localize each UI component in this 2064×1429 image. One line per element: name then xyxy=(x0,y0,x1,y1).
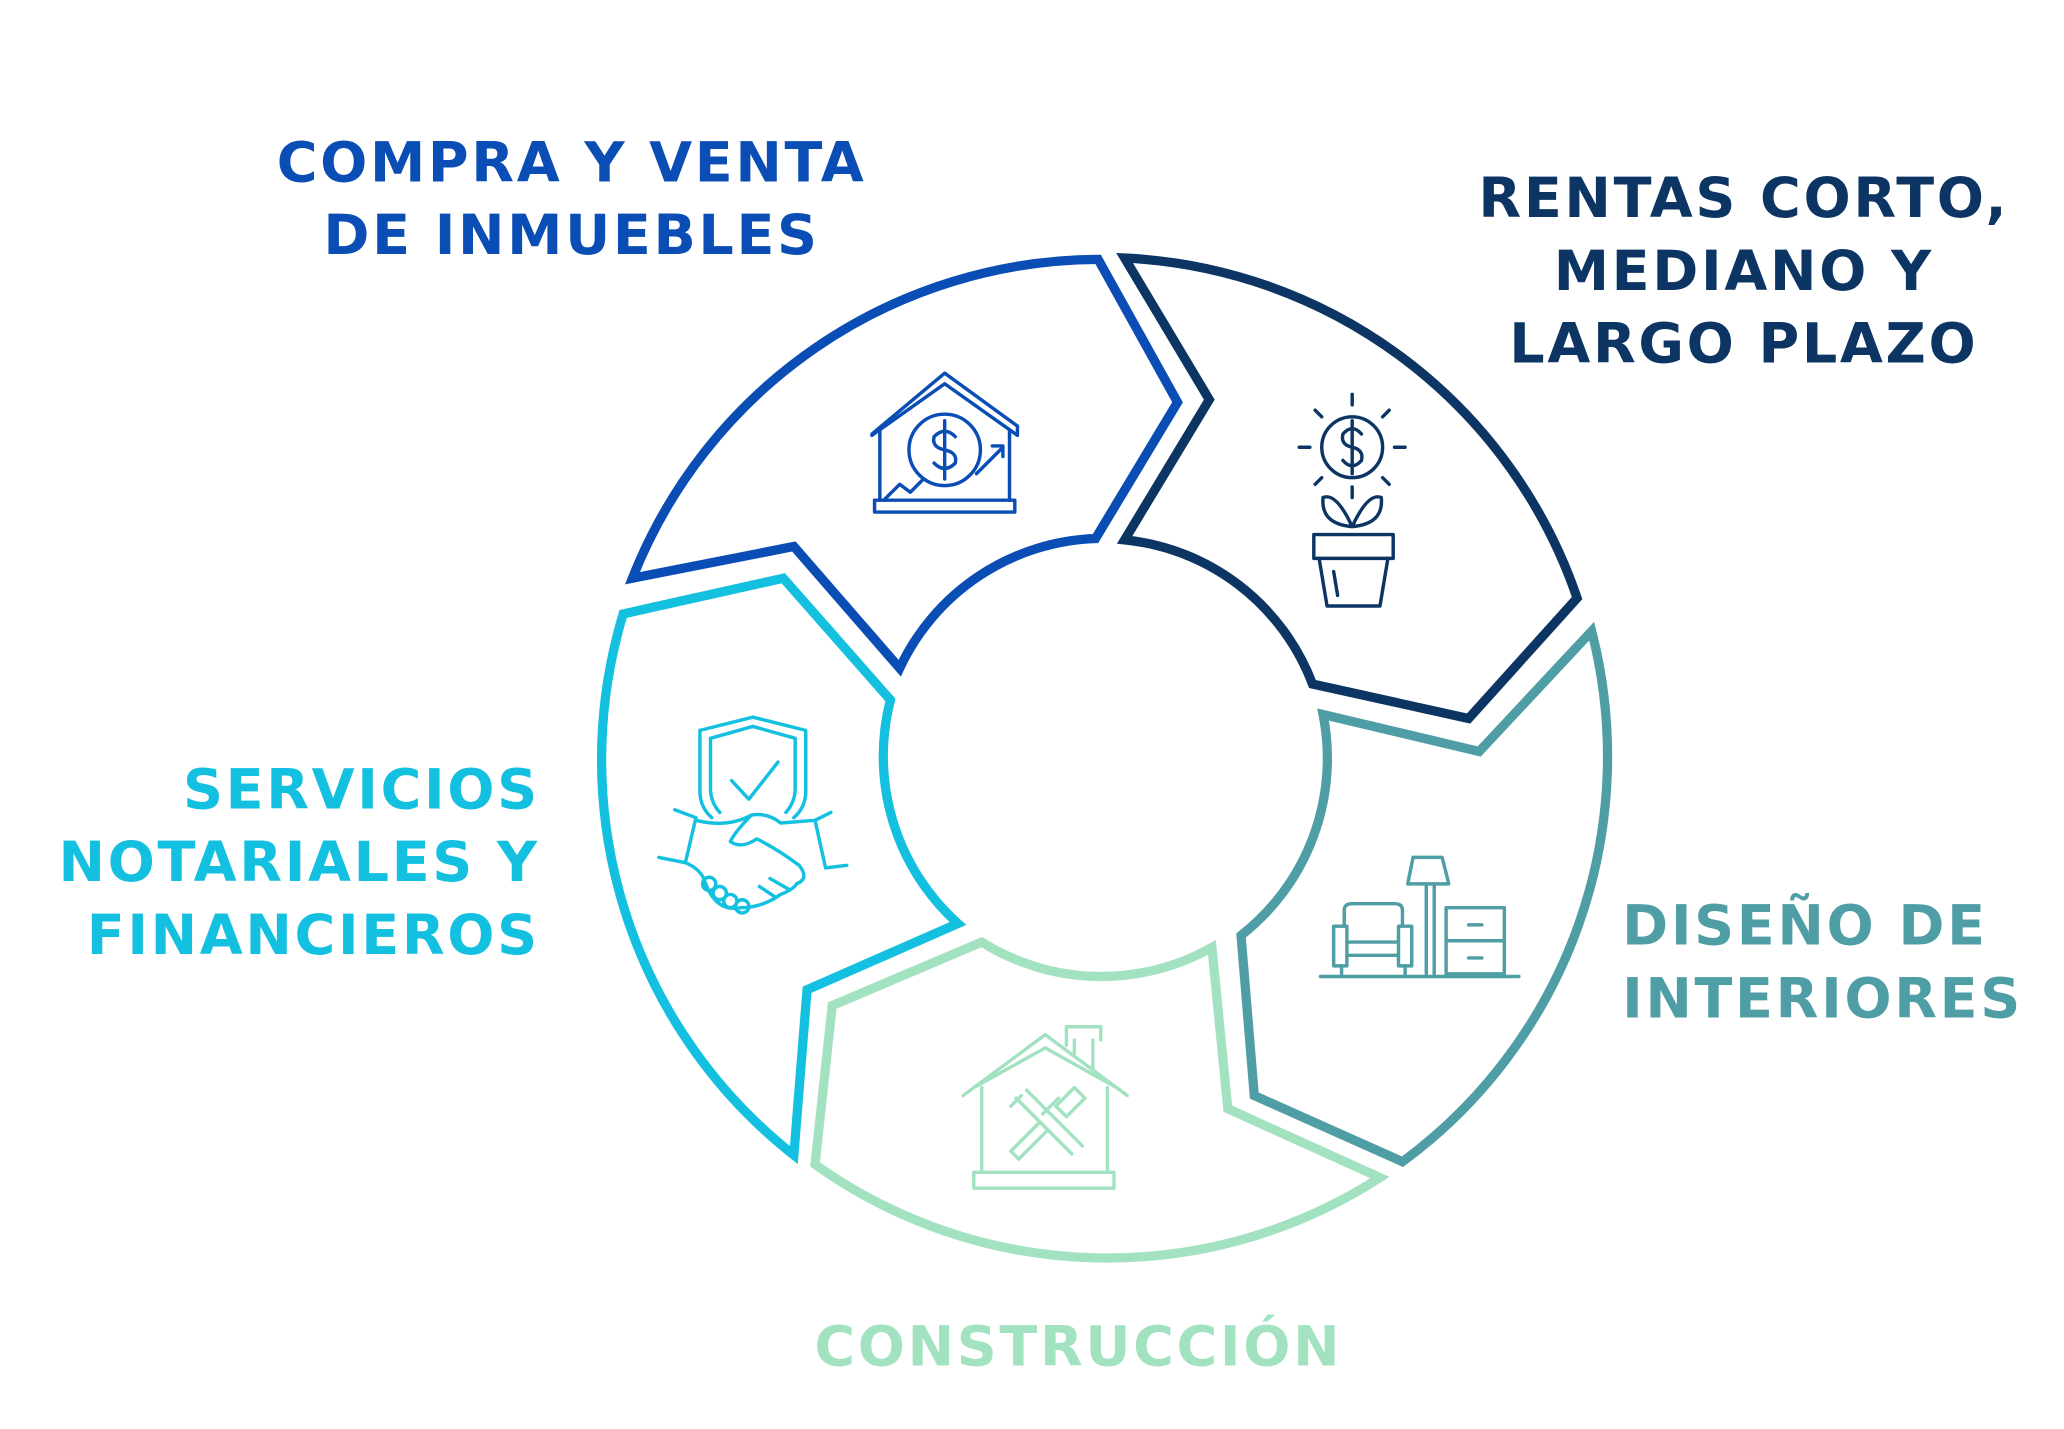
label-line: FINANCIEROS xyxy=(87,903,540,968)
money-plant-pot-icon xyxy=(1297,392,1407,608)
segment-diseno xyxy=(1236,621,1613,1168)
label-diseno: DISEÑO DE INTERIORES xyxy=(1622,893,2023,1032)
label-compra: COMPRA Y VENTA DE INMUEBLES xyxy=(277,130,867,268)
label-construccion: CONSTRUCCIÓN xyxy=(814,1314,1342,1379)
segment-compra xyxy=(625,254,1183,677)
label-line: MEDIANO Y xyxy=(1554,239,1934,304)
label-rentas: RENTAS CORTO, MEDIANO Y LARGO PLAZO xyxy=(1478,166,2009,377)
segment-construccion xyxy=(810,936,1390,1263)
label-line: DE INMUEBLES xyxy=(323,203,819,268)
label-line: RENTAS CORTO, xyxy=(1478,166,2009,231)
segment-rentas xyxy=(1116,253,1583,724)
shield-handshake-icon xyxy=(657,715,849,915)
label-line: DISEÑO DE xyxy=(1622,893,1988,959)
furniture-interior-icon xyxy=(1318,855,1521,979)
house-dollar-growth-icon xyxy=(870,371,1020,514)
label-line: LARGO PLAZO xyxy=(1509,312,1978,377)
house-tools-icon xyxy=(961,1025,1129,1190)
label-line: COMPRA Y VENTA xyxy=(277,130,867,195)
label-line: CONSTRUCCIÓN xyxy=(814,1314,1342,1379)
segment-servicios xyxy=(596,573,967,1165)
label-line: NOTARIALES Y xyxy=(58,830,539,895)
label-line: INTERIORES xyxy=(1622,966,2023,1031)
label-line: SERVICIOS xyxy=(183,757,540,822)
label-servicios: SERVICIOS NOTARIALES Y FINANCIEROS xyxy=(58,757,540,968)
